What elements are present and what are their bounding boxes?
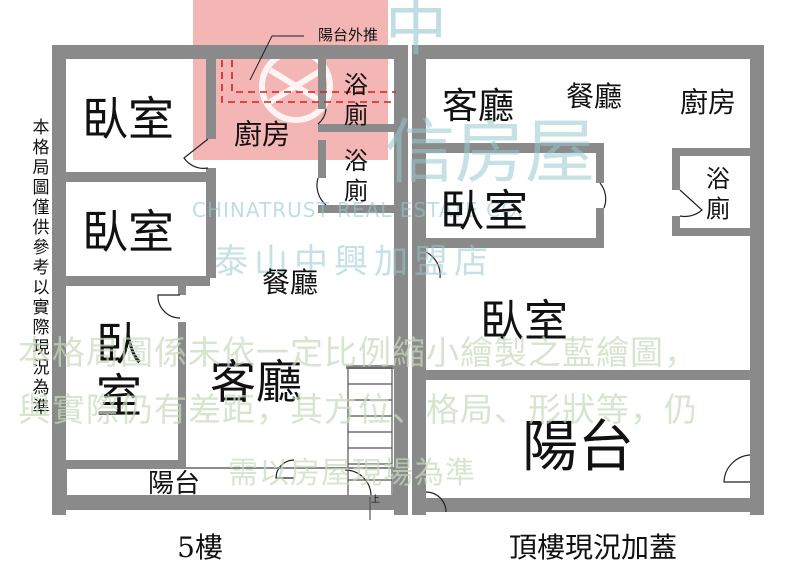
label-roof-dining: 餐廳 [566,80,622,113]
label-roof-bedroom-mid: 臥室 [480,296,568,347]
watermark-disclaimer-line-1: 本格局圖係未依一定比例縮小繪製之藍繪圖， [18,333,698,372]
balcony-extension-dash [221,60,396,103]
label-5f-bedroom-top: 臥室 [82,92,174,146]
doors-5f [157,108,372,497]
label-5f-bath-top: 浴廁 [344,71,368,129]
balcony-strip-5f [65,467,395,497]
label-roof-bath: 浴廁 [706,165,730,223]
brand-watermark-top: 中 [385,0,448,64]
label-5f-kitchen: 廚房 [234,118,290,151]
caption-5f: 5樓 [177,531,223,564]
balcony-note-leader [249,35,304,81]
balcony-extension-note: 陽台外推 [318,26,379,44]
caption-rooftop: 頂樓現況加蓋 [508,531,677,564]
label-5f-bedroom-bottom: 臥室 [96,317,142,423]
label-5f-bedroom-mid: 臥室 [82,205,174,259]
label-5f-living: 客廳 [210,355,302,409]
stair-up-note: 上 [369,494,379,503]
brand-watermark-name: 信房屋 [385,111,595,193]
label-roof-bedroom-top: 臥室 [440,186,528,237]
plan-rooftop [412,45,764,515]
brand-watermark-english: CHINATRUST REAL ESTATE CO. [192,198,525,222]
label-roof-living: 客廳 [442,86,514,127]
side-disclaimer-note: 本格局圖僅供參考以實際現況為準 [32,118,50,418]
label-5f-bath-mid: 浴廁 [344,147,368,205]
watermark-disclaimer-line-2: 與實際仍有差距，其方位、格局、形狀等，仍 [18,390,698,429]
brand-watermark-store: 泰山中興加盟店 [214,242,494,282]
watermark-disclaimer-line-3: 需以房屋現場為準 [228,456,476,491]
label-5f-dining: 餐廳 [262,266,318,299]
plan-5f [52,45,408,515]
label-roof-balcony: 陽台 [522,415,634,480]
label-5f-balcony: 陽台 [148,469,200,499]
label-roof-kitchen: 廚房 [680,86,736,119]
doors-rooftop [425,182,751,513]
